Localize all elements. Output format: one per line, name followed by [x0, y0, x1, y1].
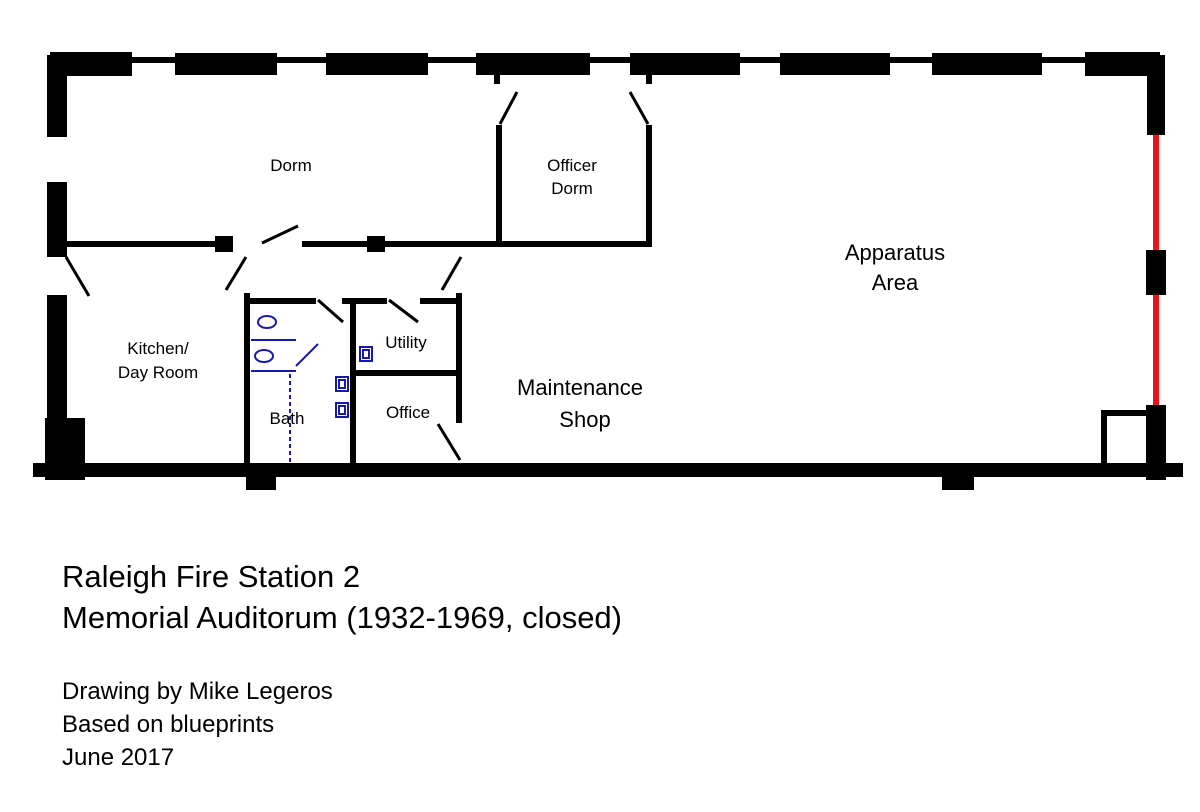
room-label-office: Office: [386, 403, 430, 422]
room-label-maintenance-shop-line2: Shop: [559, 407, 610, 432]
room-label-maintenance-shop-line1: Maintenance: [517, 375, 643, 400]
caption-title-line2: Memorial Auditorum (1932-1969, closed): [62, 600, 622, 635]
room-label-bath: Bath: [270, 409, 305, 428]
room-label-utility: Utility: [385, 333, 427, 352]
exterior-walls: [33, 52, 1183, 490]
room-label-officer-dorm-line1: Officer: [547, 156, 597, 175]
door-swings: [64, 91, 650, 461]
room-label-officer-dorm-line2: Dorm: [551, 179, 593, 198]
caption-title-line1: Raleigh Fire Station 2: [62, 559, 361, 594]
interior-walls: [67, 62, 1153, 468]
caption-credit-line1: Drawing by Mike Legeros: [62, 678, 333, 705]
room-label-kitchen-line1: Kitchen/: [127, 339, 189, 358]
floor-plan: Dorm Officer Dorm Apparatus Area Kitchen…: [33, 52, 1183, 490]
caption-credit-line3: June 2017: [62, 744, 175, 771]
caption-credit-line2: Based on blueprints: [62, 711, 275, 738]
bath-fixtures: [251, 315, 373, 462]
room-label-dorm: Dorm: [270, 156, 312, 175]
room-label-apparatus-area-line2: Area: [872, 270, 919, 295]
room-label-kitchen-line2: Day Room: [118, 363, 198, 382]
room-label-apparatus-area-line1: Apparatus: [845, 240, 945, 265]
bay-door: [1153, 135, 1159, 405]
